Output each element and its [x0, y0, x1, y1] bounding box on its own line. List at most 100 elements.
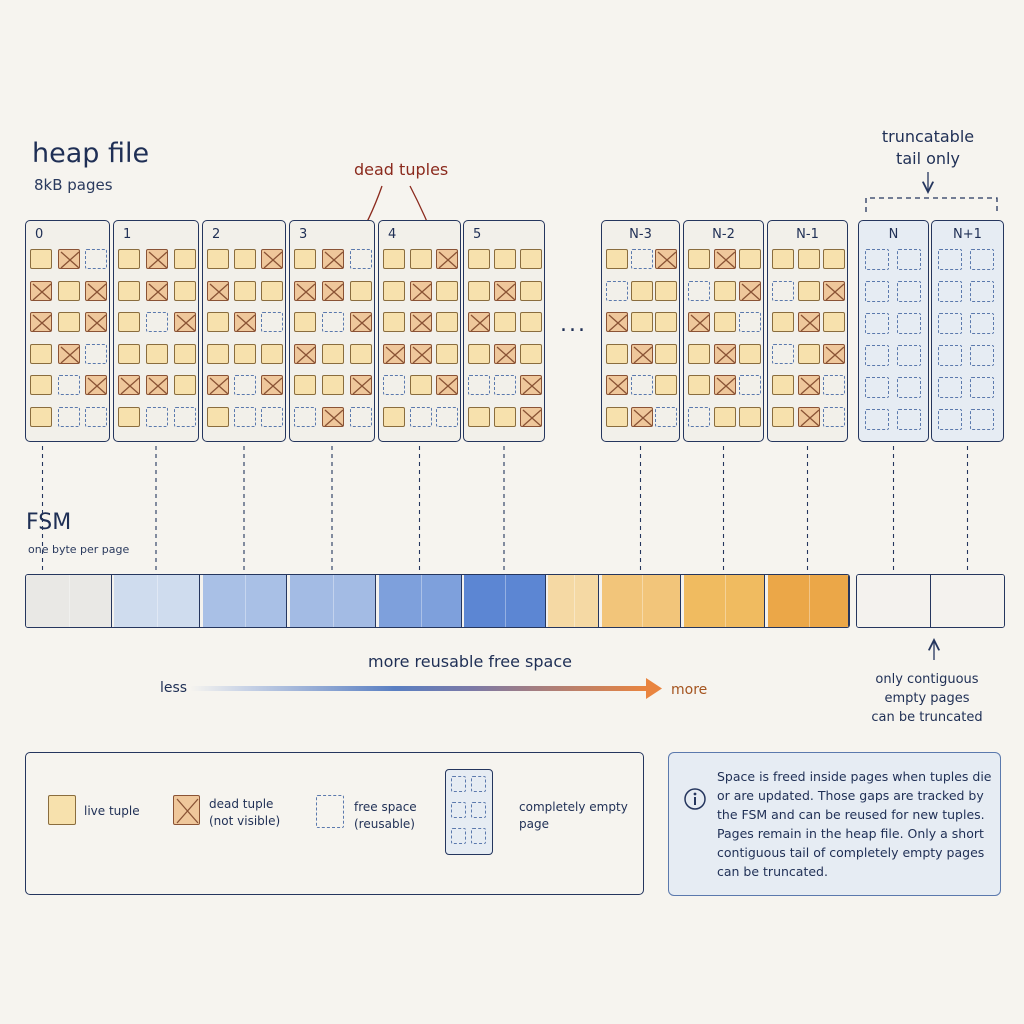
live-slot	[207, 312, 229, 332]
free-slot	[468, 375, 490, 395]
gradient-more-label: more	[671, 682, 708, 698]
fsm-cell-divider	[808, 575, 810, 627]
legend-free-line-1: free space	[354, 800, 417, 814]
info-box: Space is freed inside pages when tuples …	[668, 752, 1001, 896]
dead-slot	[118, 375, 140, 395]
fsm-cell-divider	[245, 575, 246, 627]
dead-slot	[174, 312, 196, 332]
info-line: or are updated. Those gaps are tracked b…	[717, 788, 984, 803]
fsm-cell-divider	[420, 575, 422, 627]
legend-empty-slot	[451, 802, 466, 818]
live-slot	[57, 312, 80, 332]
dead-tuples-label: dead tuples	[354, 160, 449, 179]
free-slot	[897, 377, 921, 398]
dead-slot	[797, 406, 820, 427]
live-slot	[739, 343, 761, 364]
free-slot	[897, 281, 921, 302]
live-slot	[118, 312, 140, 332]
only-contiguous-line-3: can be truncated	[871, 710, 983, 725]
legend-dead-label: dead tuple (not visible)	[209, 796, 280, 830]
live-slot	[688, 249, 710, 269]
live-slot	[383, 280, 405, 301]
info-line: Pages remain in the heap file. Only a sh…	[717, 826, 984, 841]
dead-slot	[30, 280, 52, 301]
free-slot	[865, 345, 889, 366]
live-slot	[146, 343, 168, 364]
live-slot	[322, 375, 344, 395]
dead-slot	[797, 312, 820, 332]
fsm-cell	[548, 575, 599, 627]
legend-dead-line-1: dead tuple	[209, 797, 274, 811]
free-slot	[970, 345, 994, 366]
dead-slot	[207, 280, 229, 301]
dead-slot	[85, 375, 107, 395]
free-slot	[606, 280, 628, 301]
legend-dead-swatch	[173, 795, 200, 825]
info-line: the FSM and can be reused for new tuples…	[717, 807, 985, 822]
free-slot	[688, 280, 710, 301]
page-number: 5	[473, 227, 482, 242]
free-slot	[57, 406, 80, 427]
live-slot	[383, 249, 405, 269]
gradient-arrowhead	[646, 678, 662, 699]
live-slot	[823, 312, 845, 332]
free-slot	[970, 249, 994, 270]
dead-slot	[409, 280, 432, 301]
free-slot	[350, 406, 372, 427]
gradient-bar	[190, 686, 646, 691]
live-slot	[57, 280, 80, 301]
truncatable-line-1: truncatable	[881, 127, 975, 146]
legend-empty-slot	[471, 828, 486, 844]
live-slot	[688, 375, 710, 395]
live-slot	[772, 249, 794, 269]
dead-slot	[146, 375, 168, 395]
live-slot	[350, 280, 372, 301]
live-slot	[118, 249, 140, 269]
live-slot	[655, 280, 677, 301]
fsm-bar-main	[25, 574, 850, 628]
free-slot	[772, 343, 794, 364]
live-slot	[174, 375, 196, 395]
dead-slot	[261, 375, 283, 395]
heap-page: 1	[113, 220, 199, 442]
live-slot	[606, 406, 628, 427]
free-slot	[234, 375, 256, 395]
heap-file-title: heap file	[32, 138, 150, 169]
free-slot	[146, 312, 168, 332]
truncatable-line-2: tail only	[896, 149, 960, 168]
free-slot	[865, 377, 889, 398]
fsm-cell-divider	[641, 575, 643, 627]
live-slot	[468, 249, 490, 269]
pages-ellipsis: ...	[560, 312, 587, 337]
live-slot	[30, 375, 52, 395]
dead-slot	[146, 280, 168, 301]
live-slot	[383, 406, 405, 427]
fsm-cell-divider	[505, 575, 506, 627]
dead-slot	[409, 343, 432, 364]
live-slot	[494, 312, 516, 332]
fsm-cell-empty	[931, 575, 1004, 627]
legend-empty-slot	[451, 828, 466, 844]
live-slot	[468, 280, 490, 301]
free-slot	[630, 249, 653, 269]
dead-slot	[494, 280, 516, 301]
live-slot	[207, 343, 229, 364]
dead-slot	[234, 312, 256, 332]
fsm-cell-divider	[69, 575, 70, 627]
free-slot	[655, 406, 677, 427]
live-slot	[234, 343, 256, 364]
fsm-cell-empty	[857, 575, 931, 627]
live-slot	[322, 343, 344, 364]
dead-slot	[207, 375, 229, 395]
page-number: N-3	[629, 227, 652, 242]
fsm-cell-divider	[333, 575, 334, 627]
heap-page: 0	[25, 220, 110, 442]
dead-slot	[146, 249, 168, 269]
dead-slot	[823, 280, 845, 301]
dead-slot	[713, 249, 736, 269]
live-slot	[294, 249, 316, 269]
truncatable-bracket	[865, 197, 998, 212]
dead-slot	[261, 249, 283, 269]
info-icon	[684, 788, 706, 810]
live-slot	[655, 375, 677, 395]
